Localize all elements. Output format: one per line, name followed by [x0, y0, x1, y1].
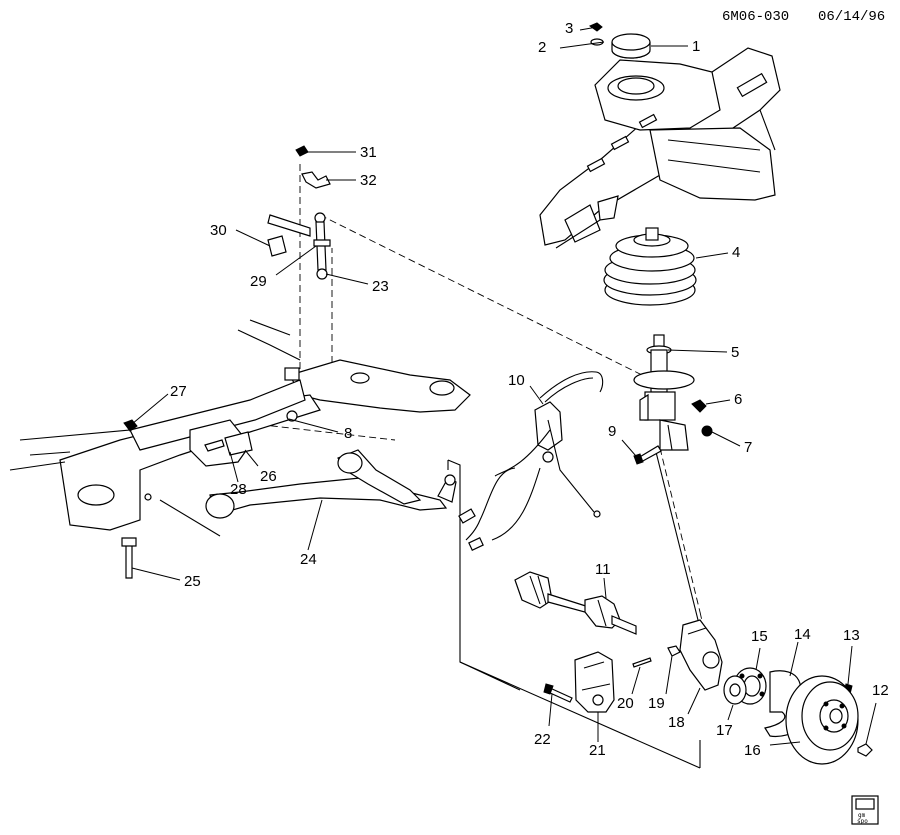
callout-22: 22	[534, 731, 551, 748]
callout-23: 23	[372, 278, 389, 295]
callout-7: 7	[744, 439, 752, 456]
lower-control-arm	[205, 449, 457, 519]
strut-bolt-nut-7	[701, 425, 713, 437]
callout-2: 2	[538, 39, 546, 56]
link-clamp-32	[301, 171, 331, 189]
callout-32: 32	[360, 172, 377, 189]
callout-14: 14	[794, 626, 811, 643]
link-bolt-31	[295, 145, 309, 157]
diagram-date: 06/14/96	[818, 9, 885, 25]
wheel-hub-nut-12	[857, 743, 873, 757]
badge-line-2: spo	[857, 818, 868, 825]
callout-8: 8	[344, 425, 352, 442]
callout-25: 25	[184, 573, 201, 590]
callout-17: 17	[716, 722, 733, 739]
drive-axle	[514, 571, 637, 635]
callout-3: 3	[565, 20, 573, 37]
strut-bolt-nut-6	[691, 399, 707, 413]
callout-9: 9	[608, 423, 616, 440]
cotter-pin-20	[632, 657, 652, 668]
bushing-nut-8	[286, 410, 298, 422]
callout-13: 13	[843, 627, 860, 644]
callout-15: 15	[751, 628, 768, 645]
diagram-code: 6M06-030	[722, 9, 789, 25]
gm-spo-badge: gm spo	[851, 795, 879, 825]
callout-26: 26	[260, 468, 277, 485]
body-frame-rail	[539, 47, 781, 249]
framing-lines	[447, 447, 701, 769]
callout-31: 31	[360, 144, 377, 161]
callout-6: 6	[734, 391, 742, 408]
leader-lines	[131, 26, 877, 746]
callout-29: 29	[250, 273, 267, 290]
coil-spring-mount	[603, 227, 697, 306]
callout-labels: 1 2 3 4 5 6 7 8 9 10 11 12 13 14 15 16 1…	[170, 20, 889, 759]
callout-11: 11	[595, 561, 611, 578]
stabilizer-link-29	[313, 212, 331, 280]
callout-5: 5	[731, 344, 739, 361]
strut-bolt-9	[633, 445, 662, 465]
stabilizer-bar-segment	[267, 214, 311, 237]
callout-16: 16	[744, 742, 761, 759]
hub-assembly-17	[723, 675, 747, 705]
badge-line-1: gm	[858, 812, 866, 819]
stabilizer-bushing-30	[267, 235, 287, 257]
brake-rotor-16	[785, 675, 859, 765]
callout-4: 4	[732, 244, 740, 261]
retainer-bracket-26	[224, 431, 253, 456]
knuckle-nut-19	[667, 645, 681, 657]
callout-21: 21	[589, 742, 606, 759]
callout-30: 30	[210, 222, 227, 239]
callout-1: 1	[692, 38, 700, 55]
callout-12: 12	[872, 682, 889, 699]
callout-20: 20	[617, 695, 634, 712]
callout-28: 28	[230, 481, 247, 498]
callout-24: 24	[300, 551, 317, 568]
retainer-bolt-28	[204, 439, 225, 452]
callout-19: 19	[648, 695, 665, 712]
brake-caliper	[574, 651, 615, 713]
strut-assembly	[633, 334, 695, 451]
strut-cap	[611, 33, 651, 59]
callout-18: 18	[668, 714, 685, 731]
control-arm-bolt-25	[121, 537, 137, 579]
caliper-bolt-22	[543, 683, 573, 703]
wheel-speed-sensor-harness	[458, 371, 604, 551]
callout-27: 27	[170, 383, 187, 400]
steering-knuckle	[679, 619, 723, 691]
callout-10: 10	[508, 372, 525, 389]
